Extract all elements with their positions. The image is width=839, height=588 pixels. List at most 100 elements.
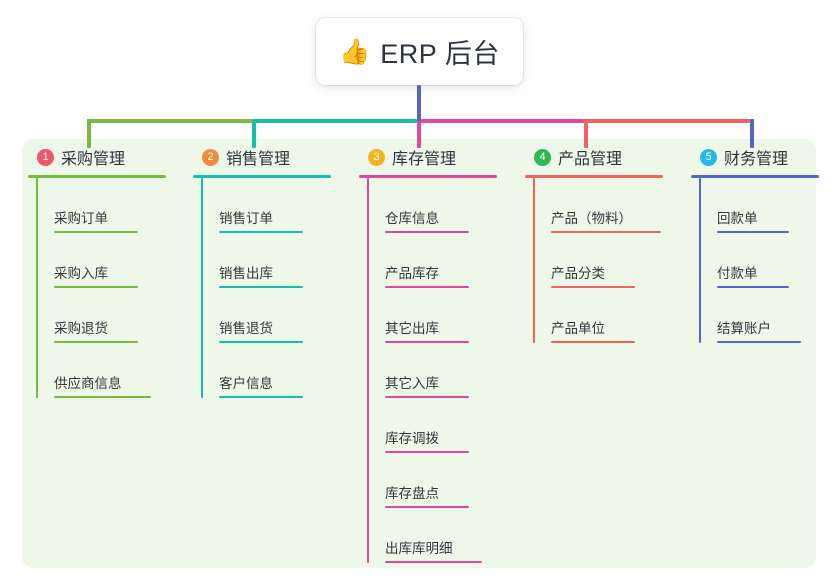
leaf-item-underline [551, 286, 635, 288]
leaf-item-label: 库存调拨 [385, 431, 439, 447]
leaf-item[interactable]: 采购退货 [36, 288, 188, 343]
branch-spine-4 [533, 178, 535, 343]
leaf-item-underline [54, 396, 151, 398]
branch-items-4: 产品（物料） 产品分类产品单位 [533, 178, 685, 343]
leaf-item-underline [717, 341, 801, 343]
connector-stem-2 [252, 119, 256, 148]
leaf-item-label: 产品库存 [385, 266, 439, 282]
branch-column-5: 5 财务管理回款单付款单结算账户 [685, 139, 839, 343]
branch-title-2: 销售管理 [226, 151, 291, 168]
branch-badge-5: 5 [700, 148, 717, 166]
leaf-item[interactable]: 销售退货 [201, 288, 353, 343]
leaf-item[interactable]: 库存盘点 [367, 453, 519, 508]
connector-stem-4 [584, 119, 588, 148]
leaf-item[interactable]: 产品（物料） [533, 178, 685, 233]
branch-underline-4 [525, 175, 663, 178]
leaf-item-underline [385, 396, 469, 398]
branch-column-2: 2 销售管理销售订单销售出库销售退货客户信息 [187, 139, 353, 398]
branch-items-2: 销售订单销售出库销售退货客户信息 [201, 178, 353, 398]
root-node-label: ERP 后台 [380, 39, 500, 69]
leaf-item-underline [551, 341, 635, 343]
leaf-item-underline [385, 506, 469, 508]
branch-underline-1 [28, 175, 166, 178]
leaf-item-underline [385, 286, 469, 288]
branch-badge-3: 3 [368, 148, 385, 166]
branch-items-5: 回款单付款单结算账户 [699, 178, 839, 343]
branch-header-3[interactable]: 3 库存管理 [353, 139, 519, 175]
connector-segment-3 [417, 119, 584, 123]
leaf-item[interactable]: 采购订单 [36, 178, 188, 233]
root-node[interactable]: 👍 ERP 后台 [316, 18, 523, 85]
connector-segment-1 [87, 119, 252, 123]
branch-underline-3 [359, 175, 497, 178]
leaf-item-label: 结算账户 [717, 321, 771, 337]
leaf-item[interactable]: 仓库信息 [367, 178, 519, 233]
leaf-item-label: 仓库信息 [385, 211, 439, 227]
branches-background-panel [22, 139, 816, 568]
leaf-item-label: 产品（物料） [551, 211, 632, 227]
leaf-item-underline [54, 341, 138, 343]
leaf-item[interactable]: 客户信息 [201, 343, 353, 398]
branch-spine-2 [201, 178, 203, 398]
leaf-item-underline [219, 286, 303, 288]
leaf-item-underline [551, 231, 661, 233]
leaf-item-underline [219, 396, 303, 398]
branch-spine-3 [367, 178, 369, 563]
leaf-item-underline [219, 231, 303, 233]
branch-underline-2 [193, 175, 331, 178]
leaf-item-underline [385, 451, 469, 453]
leaf-item-label: 供应商信息 [54, 376, 122, 392]
leaf-item[interactable]: 结算账户 [699, 288, 839, 343]
leaf-item[interactable]: 采购入库 [36, 233, 188, 288]
leaf-item[interactable]: 销售出库 [201, 233, 353, 288]
leaf-item-label: 采购订单 [54, 211, 108, 227]
branch-column-3: 3 库存管理仓库信息产品库存其它出库其它入库库存调拨库存盘点出库库明细 [353, 139, 519, 563]
leaf-item-label: 产品分类 [551, 266, 605, 282]
root-connector-stem [417, 85, 421, 121]
branch-title-5: 财务管理 [724, 151, 789, 168]
branch-title-1: 采购管理 [61, 151, 126, 168]
branch-title-4: 产品管理 [558, 151, 623, 168]
leaf-item-label: 其它出库 [385, 321, 439, 337]
branch-spine-1 [36, 178, 38, 398]
leaf-item-label: 付款单 [717, 266, 758, 282]
leaf-item-label: 采购入库 [54, 266, 108, 282]
leaf-item-label: 客户信息 [219, 376, 273, 392]
branch-items-1: 采购订单采购入库采购退货供应商信息 [36, 178, 188, 398]
leaf-item[interactable]: 库存调拨 [367, 398, 519, 453]
leaf-item-underline [385, 341, 469, 343]
leaf-item-label: 采购退货 [54, 321, 108, 337]
leaf-item[interactable]: 出库库明细 [367, 508, 519, 563]
branch-underline-5 [691, 175, 819, 178]
leaf-item-label: 销售出库 [219, 266, 273, 282]
leaf-item[interactable]: 产品单位 [533, 288, 685, 343]
leaf-item-label: 销售退货 [219, 321, 273, 337]
branch-title-3: 库存管理 [392, 151, 457, 168]
leaf-item[interactable]: 产品库存 [367, 233, 519, 288]
branch-header-5[interactable]: 5 财务管理 [685, 139, 839, 175]
leaf-item[interactable]: 回款单 [699, 178, 839, 233]
leaf-item-underline [385, 561, 482, 563]
leaf-item-label: 出库库明细 [385, 541, 453, 557]
leaf-item[interactable]: 销售订单 [201, 178, 353, 233]
leaf-item-label: 其它入库 [385, 376, 439, 392]
connector-stem-3 [417, 119, 421, 148]
leaf-item[interactable]: 供应商信息 [36, 343, 188, 398]
leaf-item[interactable]: 其它出库 [367, 288, 519, 343]
leaf-item[interactable]: 其它入库 [367, 343, 519, 398]
leaf-item-label: 回款单 [717, 211, 758, 227]
thumbs-up-icon: 👍 [339, 37, 371, 66]
leaf-item[interactable]: 产品分类 [533, 233, 685, 288]
branch-header-2[interactable]: 2 销售管理 [187, 139, 353, 175]
leaf-item-underline [54, 286, 138, 288]
connector-stem-5 [750, 119, 754, 148]
connector-segment-4 [584, 119, 750, 123]
leaf-item[interactable]: 付款单 [699, 233, 839, 288]
connector-stem-1 [87, 119, 91, 148]
branch-badge-2: 2 [202, 148, 219, 166]
